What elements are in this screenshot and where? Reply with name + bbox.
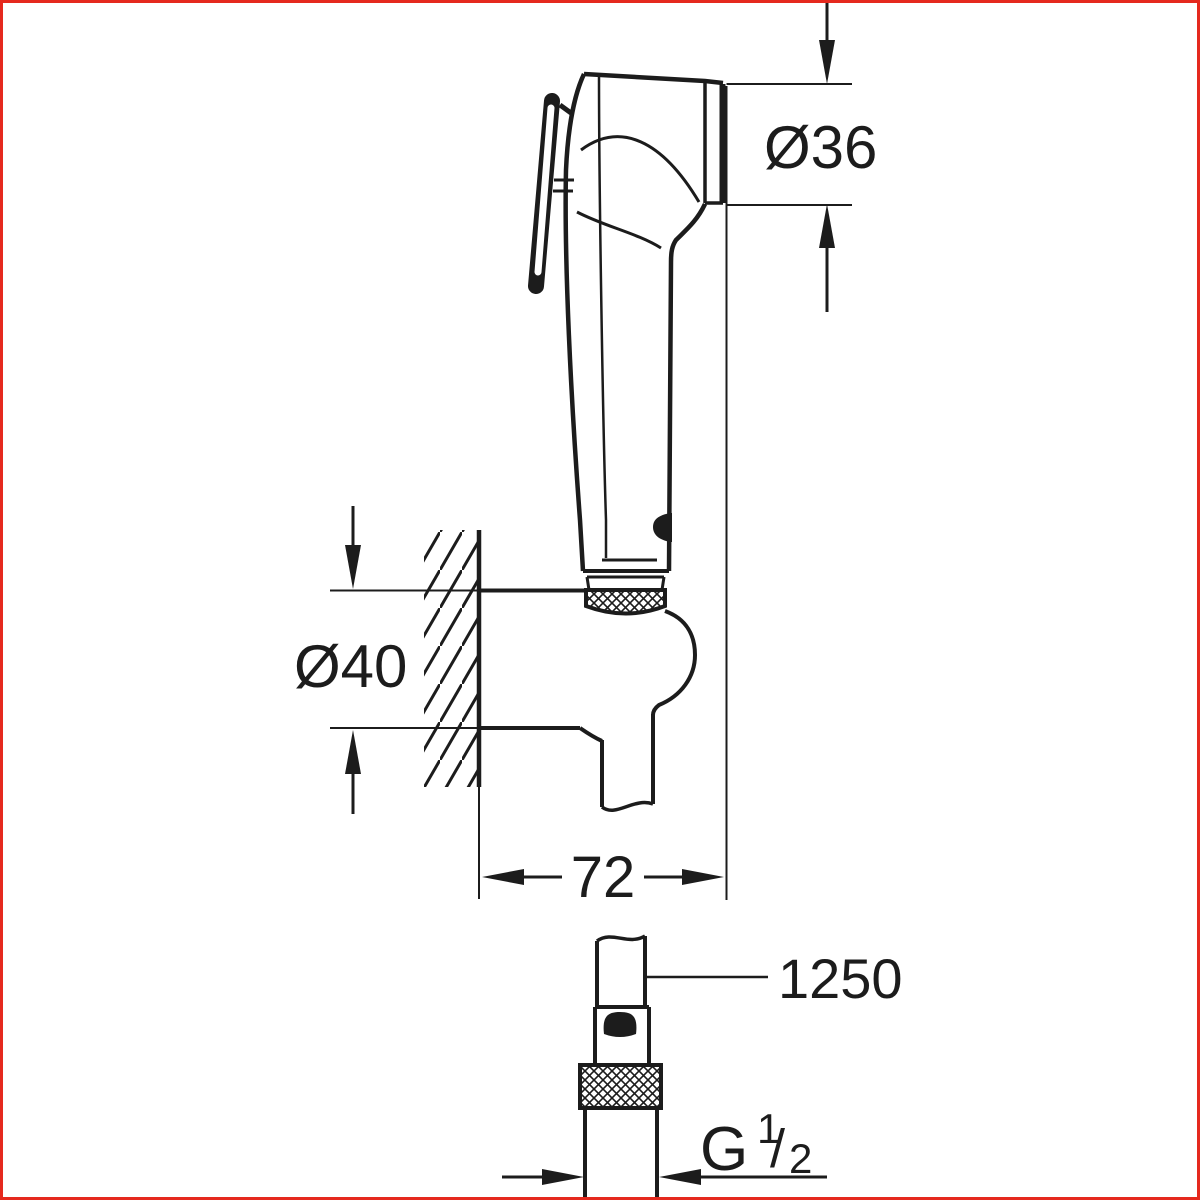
- trigger-pivot: [558, 102, 573, 116]
- collar-sides: [585, 576, 666, 591]
- knurled-cone-ring: [584, 588, 667, 616]
- hose-lower-assembly: [578, 934, 663, 1200]
- wall-holder: [479, 588, 698, 743]
- label-thread-numerator: 1: [757, 1105, 780, 1152]
- trigger-lever-highlight: [534, 104, 555, 276]
- hose-break-upper: [600, 800, 654, 812]
- neck-curve-upper: [580, 135, 701, 203]
- wall-section: [424, 530, 482, 899]
- arrow-left-icon: [482, 869, 524, 885]
- fitting-logo-mark: [603, 1012, 637, 1037]
- label-thread-denominator: 2: [789, 1135, 812, 1182]
- dim-thread: G 1 / 2: [502, 1105, 827, 1185]
- arrow-up-icon: [819, 204, 835, 248]
- hose-break-lower: [595, 934, 646, 943]
- wall-hatch: [424, 530, 479, 787]
- dim-head-diameter: Ø36: [726, 0, 877, 312]
- arrow-down-icon: [345, 545, 361, 589]
- hose-upper: [600, 714, 655, 812]
- dim-holder-diameter: Ø40: [294, 506, 479, 814]
- head-inner-face-line: [597, 75, 608, 558]
- holder-nose: [651, 609, 698, 716]
- label-wall-distance: 72: [571, 845, 636, 910]
- head-top-edge: [583, 71, 724, 86]
- label-hose-length: 1250: [778, 947, 903, 1010]
- arrow-right-icon: [542, 1169, 584, 1185]
- hose-fitting: [593, 1005, 651, 1065]
- label-thread-slash: /: [770, 1119, 785, 1179]
- dim-wall-distance: 72: [482, 86, 728, 910]
- trigger-bracket: [553, 178, 574, 193]
- head-handle-left-outline: [563, 73, 587, 572]
- arrow-down-icon: [819, 40, 835, 84]
- arrow-up-icon: [345, 730, 361, 774]
- shower-head: [528, 71, 726, 591]
- head-handle-right-outline: [666, 203, 708, 572]
- arrow-left-icon: [659, 1169, 701, 1185]
- label-head-diameter: Ø36: [764, 114, 877, 181]
- handle-logo-mark: [653, 513, 672, 542]
- label-holder-diameter: Ø40: [294, 633, 407, 700]
- holder-hose-fillet: [578, 726, 603, 743]
- coupling-nut: [578, 1063, 663, 1110]
- label-thread-g: G: [700, 1115, 748, 1184]
- arrow-right-icon: [682, 869, 724, 885]
- neck-curve-lower: [576, 210, 662, 250]
- dim-hose-length: 1250: [646, 947, 903, 1010]
